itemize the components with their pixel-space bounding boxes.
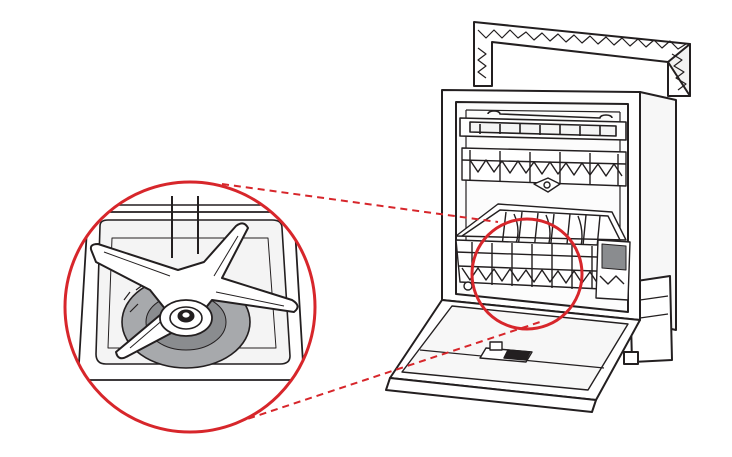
magnified-view-ring [63, 180, 317, 434]
magnified-view [63, 180, 317, 434]
leveling-leg [623, 351, 639, 365]
highlight-circle [470, 217, 584, 331]
lower-rack [455, 203, 631, 301]
callout-leader-bottom [213, 321, 541, 431]
cutlery-tray [459, 110, 627, 141]
callout [213, 183, 584, 431]
lower-spray-arm [89, 222, 299, 360]
dishwasher [385, 21, 691, 413]
top-mounting-frame [473, 21, 691, 97]
detergent-dispenser [479, 341, 533, 363]
door [385, 299, 641, 413]
upper-rack [461, 147, 627, 193]
callout-leader-top [221, 183, 499, 223]
